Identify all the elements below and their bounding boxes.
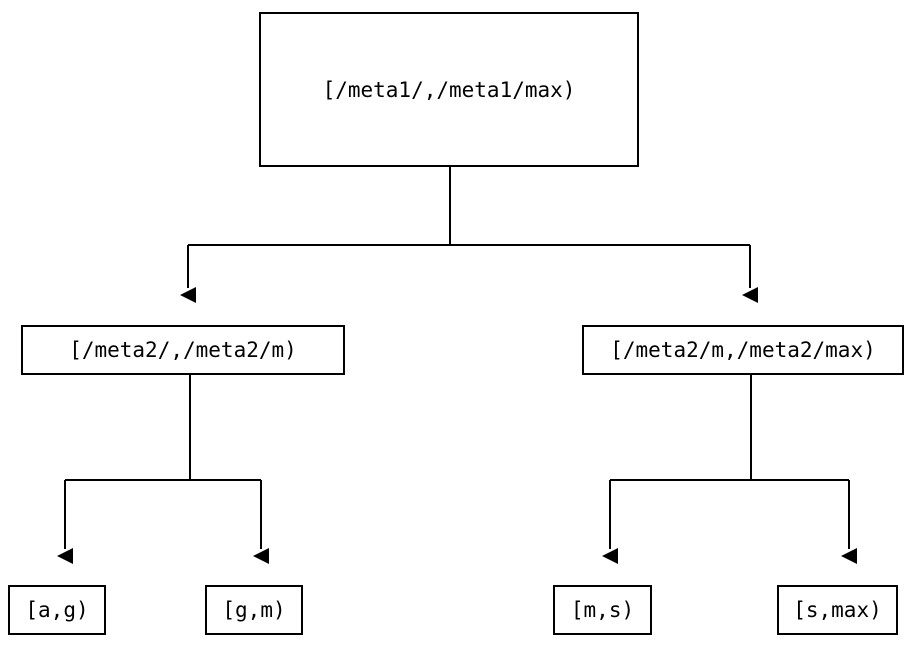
tree-node-meta2-upper-label: [/meta2/m,/meta2/max) — [610, 338, 876, 362]
tree-node-meta2-upper[interactable]: [/meta2/m,/meta2/max) — [582, 325, 904, 375]
tree-leaf-m-s-label: [m,s) — [570, 598, 635, 622]
tree-leaf-a-g-label: [a,g) — [25, 598, 89, 622]
tree-leaf-s-max-label: [s,max) — [793, 598, 882, 622]
tree-node-root[interactable]: [/meta1/,/meta1/max) — [259, 12, 639, 167]
tree-leaf-a-g[interactable]: [a,g) — [8, 585, 106, 635]
tree-leaf-s-max[interactable]: [s,max) — [777, 585, 898, 635]
tree-leaf-g-m[interactable]: [g,m) — [205, 585, 303, 635]
tree-node-meta2-lower-label: [/meta2/,/meta2/m) — [69, 338, 297, 362]
tree-node-root-label: [/meta1/,/meta1/max) — [322, 77, 576, 102]
tree-node-meta2-lower[interactable]: [/meta2/,/meta2/m) — [21, 325, 345, 375]
tree-leaf-g-m-label: [g,m) — [222, 598, 286, 622]
tree-leaf-m-s[interactable]: [m,s) — [553, 585, 652, 635]
